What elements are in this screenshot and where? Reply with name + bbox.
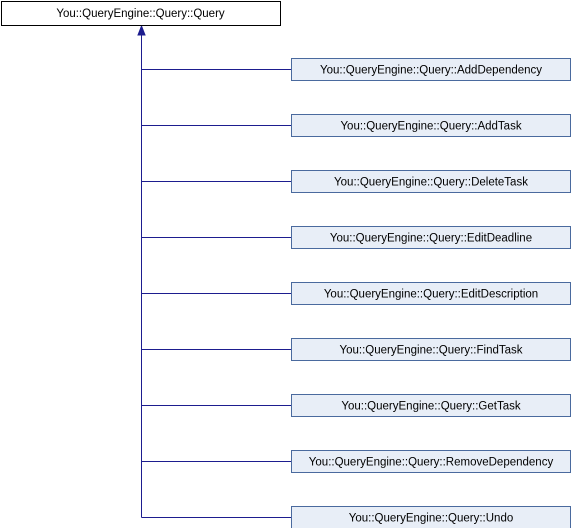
derived-class-box[interactable] bbox=[291, 226, 571, 249]
derived-class-node[interactable]: You::QueryEngine::Query::EditDescription bbox=[291, 282, 571, 305]
derived-class-label: You::QueryEngine::Query::EditDeadline bbox=[330, 233, 532, 245]
derived-class-box[interactable] bbox=[291, 450, 571, 473]
derived-class-nodes: You::QueryEngine::Query::AddDependencyYo… bbox=[291, 58, 571, 528]
derived-class-label: You::QueryEngine::Query::AddDependency bbox=[320, 65, 542, 77]
derived-class-label: You::QueryEngine::Query::AddTask bbox=[340, 121, 521, 133]
derived-class-box[interactable] bbox=[291, 282, 571, 305]
inheritance-edges bbox=[137, 24, 292, 518]
base-class-label: You::QueryEngine::Query::Query bbox=[56, 8, 225, 20]
derived-class-node[interactable]: You::QueryEngine::Query::FindTask bbox=[291, 338, 571, 361]
derived-class-node[interactable]: You::QueryEngine::Query::Undo bbox=[291, 506, 571, 528]
derived-class-label: You::QueryEngine::Query::FindTask bbox=[339, 345, 522, 357]
derived-class-label: You::QueryEngine::Query::EditDescription bbox=[324, 289, 538, 301]
base-class-node[interactable]: You::QueryEngine::Query::Query bbox=[1, 1, 281, 26]
base-class-box[interactable] bbox=[1, 1, 281, 26]
derived-class-node[interactable]: You::QueryEngine::Query::EditDeadline bbox=[291, 226, 571, 249]
derived-class-label: You::QueryEngine::Query::DeleteTask bbox=[334, 177, 528, 189]
derived-class-node[interactable]: You::QueryEngine::Query::AddTask bbox=[291, 114, 571, 137]
derived-class-node[interactable]: You::QueryEngine::Query::RemoveDependenc… bbox=[291, 450, 571, 473]
derived-class-box[interactable] bbox=[291, 338, 571, 361]
derived-class-label: You::QueryEngine::Query::Undo bbox=[349, 513, 514, 525]
derived-class-box[interactable] bbox=[291, 506, 571, 528]
derived-class-label: You::QueryEngine::Query::GetTask bbox=[341, 401, 520, 413]
derived-class-box[interactable] bbox=[291, 394, 571, 417]
derived-class-node[interactable]: You::QueryEngine::Query::AddDependency bbox=[291, 58, 571, 81]
derived-class-node[interactable]: You::QueryEngine::Query::GetTask bbox=[291, 394, 571, 417]
derived-class-box[interactable] bbox=[291, 58, 571, 81]
inheritance-arrowhead bbox=[137, 24, 146, 36]
derived-class-box[interactable] bbox=[291, 170, 571, 193]
derived-class-node[interactable]: You::QueryEngine::Query::DeleteTask bbox=[291, 170, 571, 193]
derived-class-box[interactable] bbox=[291, 114, 571, 137]
derived-class-label: You::QueryEngine::Query::RemoveDependenc… bbox=[309, 457, 554, 469]
